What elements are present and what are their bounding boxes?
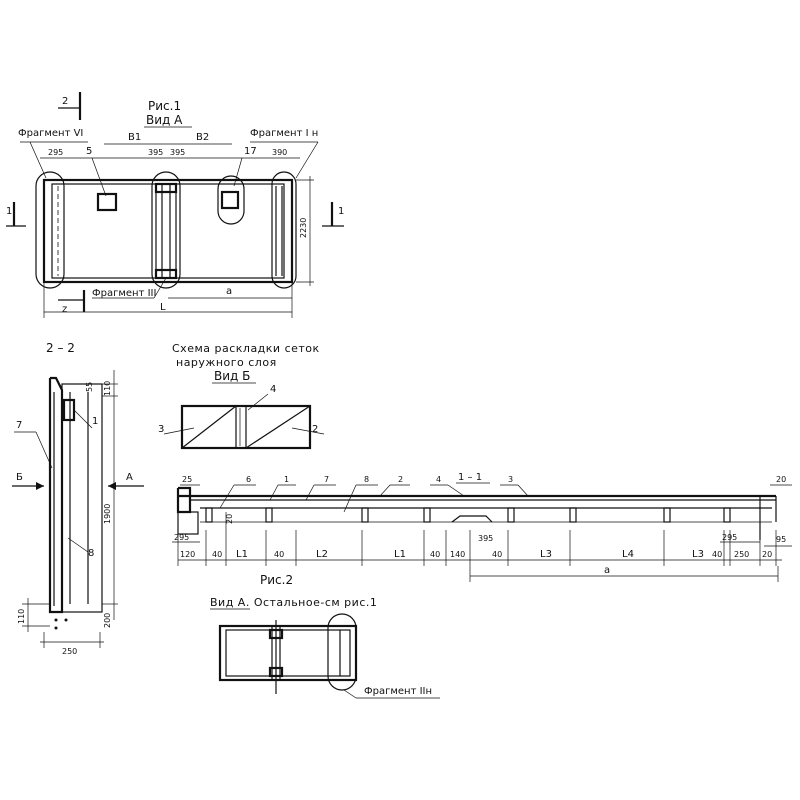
section-mark-1-right: 1 [338,206,344,217]
fig2-title: Рис.2 [260,573,293,587]
s11-b-250: 250 [734,550,749,559]
s22-pos-7: 7 [16,420,22,431]
fig1-title: Рис.1 [148,99,181,113]
s11-b-L2: L2 [316,549,328,560]
s11-pos-8: 8 [364,475,369,484]
s11-b-L1b: L1 [394,549,406,560]
s11-dim-ticks [177,530,777,566]
s11-b-L3b: L3 [692,549,704,560]
s11-b-120: 120 [180,550,195,559]
s11-pos-4: 4 [436,475,441,484]
s11-ribs [205,507,731,523]
mesh-scheme: Схема раскладки сеток наружного слоя Вид… [158,342,325,450]
scheme-pos-2: 2 [312,424,318,435]
scheme-title-1: Схема раскладки сеток [172,342,320,355]
s22-pos-8: 8 [88,548,94,559]
s11-pos-1: 1 [284,475,289,484]
s22-dim-55: 55 [85,382,94,392]
dim-b2: В2 [196,132,209,143]
s11-b-L4: L4 [622,549,634,560]
pos-5: 5 [86,146,92,157]
fig2-subtitle: Вид А. Остальное-см рис.1 [210,596,377,609]
arrow-b-label: Б [16,472,23,483]
dim-L: L [160,302,166,313]
dim-395-a: 395 [148,148,163,157]
section-mark-1-left: 1 [6,206,12,217]
s11-left-295: 295 [174,533,189,542]
s11-pos-3: 3 [508,475,513,484]
s11-pos-7: 7 [324,475,329,484]
s22-width-250: 250 [62,647,77,656]
s11-b-40d: 40 [492,550,502,559]
fragment-iin-label: Фрагмент IIн [364,686,432,697]
dim-295: 295 [48,148,63,157]
s11-bottom-dims: 120 40 L1 40 L2 L1 40 140 40 L3 L4 L3 40… [180,549,772,560]
s22-dim-110-bottom: 110 [17,609,26,624]
fragment-in-label: Фрагмент I н [250,128,318,139]
fragment-vi-label: Фрагмент VI [18,128,83,139]
scheme-title-2: наружного слоя [176,356,277,369]
s11-b-40b: 40 [274,550,284,559]
s11-b-20: 20 [762,550,772,559]
s11-b-L3a: L3 [540,549,552,560]
s11-pos-20: 20 [776,475,786,484]
s11-b-140: 140 [450,550,465,559]
fragment-iii-label: Фрагмент III [92,288,156,299]
dim-height-2230: 2230 [299,218,308,238]
arrow-a-label: А [126,472,133,483]
dim-395-b: 395 [170,148,185,157]
s11-pos-2: 2 [398,475,403,484]
pos-17: 17 [244,146,257,157]
dim-a: а [226,286,232,297]
scheme-pos-3: 3 [158,424,164,435]
section-1-1: 1 – 1 25 6 1 7 8 2 4 3 20 [172,472,792,582]
section22-title: 2 – 2 [46,341,75,355]
section-mark-z: z [62,304,67,315]
s11-d395: 395 [478,534,493,543]
s22-pos-1: 1 [92,416,98,427]
s22-dim-110-top: 110 [103,381,112,396]
section-mark-2-top: 2 [62,96,68,107]
s11-dim-a: а [604,565,610,576]
s11-b-40c: 40 [430,550,440,559]
s11-left-20: 20 [225,514,234,524]
scheme-pos-4: 4 [270,384,276,395]
s11-pos-6: 6 [246,475,251,484]
s11-b-40e: 40 [712,550,722,559]
s11-pos-25: 25 [182,475,192,484]
s22-height-1900: 1900 [103,504,112,524]
s11-right-95: 95 [776,535,786,544]
s11-right-295: 295 [722,533,737,542]
s11-b-L1a: L1 [236,549,248,560]
s11-b-40a: 40 [212,550,222,559]
s22-dim-200: 200 [103,613,112,628]
fig1-view-label: Вид А [146,113,183,127]
s11-title: 1 – 1 [458,472,482,483]
fig1-view-a: Рис.1 Вид А 2 Фрагмент VI Фрагмент I н В… [6,92,344,318]
section-2-2: 2 – 2 55 110 1900 200 110 250 1 7 [12,341,144,656]
scheme-view-label: Вид Б [214,369,250,383]
dim-390: 390 [272,148,287,157]
fig2: Рис.2 Вид А. Остальное-см рис.1 Фрагмент… [210,573,440,699]
dim-b1: В1 [128,132,141,143]
